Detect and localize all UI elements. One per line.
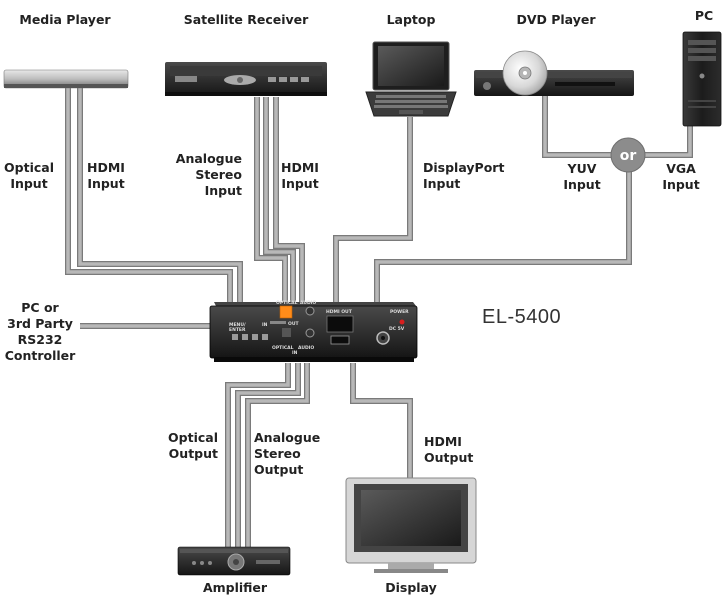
cable-displayport-input xyxy=(333,117,413,302)
satellite-receiver-label: Satellite Receiver xyxy=(183,12,309,27)
amplifier-label: Amplifier xyxy=(202,580,268,595)
cables xyxy=(65,78,693,547)
hdmi-input-2-label: HDMI Input xyxy=(281,160,319,191)
or-label: or xyxy=(620,148,637,164)
satellite-receiver-icon xyxy=(165,62,327,96)
converter-hdmi-out-label: HDMI OUT xyxy=(326,309,353,315)
converter-in-label: IN xyxy=(262,322,268,328)
dvd-player-icon xyxy=(474,50,634,96)
analogue-stereo-input-label: Analogue Stereo Input xyxy=(175,151,242,198)
displayport-input-label: DisplayPort Input xyxy=(423,160,505,191)
converter-dc-label: DC 5V xyxy=(389,326,405,332)
laptop-label: Laptop xyxy=(386,12,436,27)
cable-hdmi-output xyxy=(350,363,413,478)
laptop-icon xyxy=(365,41,457,117)
converter-out-label: OUT xyxy=(288,321,299,327)
converter-audio-out-label: AUDIO xyxy=(300,300,316,306)
cable-hdmi-input-2 xyxy=(273,97,305,302)
optical-output-label: Optical Output xyxy=(168,430,218,461)
cable-analogue-stereo-input xyxy=(254,97,288,302)
converter-model-label: EL-5400 xyxy=(482,306,562,328)
pc-label: PC xyxy=(694,8,714,23)
amplifier-icon xyxy=(177,546,291,576)
converter-enter-label: ENTER xyxy=(229,327,246,333)
converter-optical-out-label: OPTICAL xyxy=(276,300,298,306)
media-player-icon xyxy=(3,69,129,89)
yuv-input-label: YUV Input xyxy=(563,161,601,192)
cable-vga xyxy=(644,126,693,158)
display-label: Display xyxy=(385,580,437,595)
el-5400-converter-icon: MENU/ ENTER IN OUT OPTICAL AUDIO HDMI OU… xyxy=(209,300,418,362)
dvd-player-label: DVD Player xyxy=(516,12,596,27)
converter-menu-label: MENU/ xyxy=(229,322,246,328)
optical-input-label: Optical Input xyxy=(4,160,54,191)
converter-optical-in-label: OPTICAL xyxy=(272,345,294,351)
pc-tower-icon xyxy=(682,31,722,127)
display-icon xyxy=(345,477,477,573)
converter-power-label: POWER xyxy=(390,309,409,315)
hdmi-output-label: HDMI Output xyxy=(424,434,474,465)
converter-audio-in-label: AUDIO xyxy=(298,345,314,351)
analogue-stereo-output-label: Analogue Stereo Output xyxy=(254,430,321,477)
media-player-label: Media Player xyxy=(19,12,111,27)
converter-in-small-label: IN xyxy=(292,350,298,356)
cable-analogue-stereo-input-2 xyxy=(263,97,296,302)
rs232-controller-label: PC or 3rd Party RS232 Controller xyxy=(4,300,76,363)
or-junction: or xyxy=(610,137,646,173)
vga-input-label: VGA Input xyxy=(662,161,700,192)
hdmi-input-1-label: HDMI Input xyxy=(87,160,125,191)
